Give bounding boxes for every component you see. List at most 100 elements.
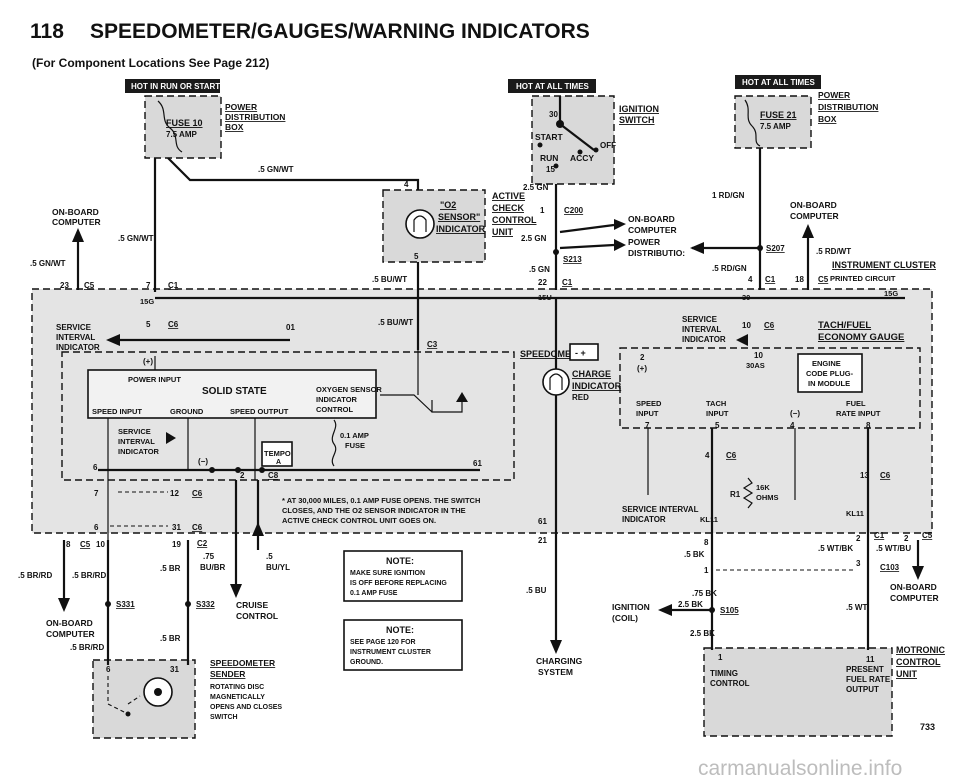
ignition-pin15: 15: [546, 165, 555, 174]
solid-state-label: SOLID STATE: [202, 386, 267, 397]
svc-box-arrow: [166, 432, 176, 444]
arrow-svc-left: [106, 334, 120, 346]
power-dist-label-b3: BOX: [818, 114, 837, 124]
engine-label-3: IN MODULE: [808, 379, 850, 388]
sender-label-2: SENDER: [210, 669, 245, 679]
footnote-2: CLOSES, AND THE O2 SENSOR INDICATOR IN T…: [282, 506, 466, 515]
svc-box-3: INDICATOR: [118, 447, 160, 456]
pin-12: 12: [170, 489, 179, 498]
wire-label-75-1: .75: [203, 552, 215, 561]
pin-31: 31: [172, 523, 181, 532]
ign-coil-2: (COIL): [612, 613, 638, 623]
power-dist-label-b1: POWER: [818, 90, 850, 100]
arrow-cruise: [230, 584, 242, 598]
motronic-1: MOTRONIC: [896, 645, 945, 655]
timing-label-2: CONTROL: [710, 679, 750, 688]
timing-pin-11: 11: [866, 655, 875, 664]
fuse21-amp: 7.5 AMP: [760, 122, 791, 131]
resistor-symbol: [742, 477, 754, 509]
conn-c5-c: C5: [80, 540, 91, 549]
wire-to-onboard-mid: [559, 223, 615, 234]
onboard-br-1: ON-BOARD: [890, 582, 937, 592]
power-dist-label-a2: DISTRIBUTION: [225, 112, 285, 122]
ignition-pin30: 30: [549, 110, 558, 119]
engine-label-2: CODE PLUG-: [806, 369, 854, 378]
kl11: KL11: [700, 515, 718, 524]
charge-filament: [549, 373, 563, 390]
svc-right-1: SERVICE: [682, 315, 718, 324]
wire-label-75-2: BU/BR: [200, 563, 226, 572]
conn-s332: S332: [196, 600, 215, 609]
charge-symbol-box: [569, 343, 599, 361]
motronic-2: CONTROL: [896, 657, 941, 667]
pin-01: 01: [286, 323, 295, 332]
pin-4c: 4: [790, 421, 795, 430]
fuse10-label: FUSE 10: [166, 118, 203, 128]
note2-line2: INSTRUMENT CLUSTER: [350, 649, 431, 656]
watermark: carmanualsonline.info: [698, 757, 902, 780]
sender-pin-6: 6: [106, 665, 111, 674]
ign-coil-1: IGNITION: [612, 602, 650, 612]
ignition-start: START: [535, 132, 564, 142]
fuse10-shade: [145, 96, 221, 158]
pin-4b: 4: [748, 275, 753, 284]
sender-contact: [125, 711, 131, 717]
active-label-1: ACTIVE: [492, 191, 525, 201]
pin-2-c5: 2: [904, 534, 909, 543]
sender-switch: [107, 676, 141, 715]
note2-box: [343, 619, 463, 671]
pin-61b: 61: [538, 517, 547, 526]
tempo-box: [261, 441, 293, 467]
o2-label-3: INDICATOR: [436, 224, 486, 234]
conn-c6-a: C6: [168, 320, 179, 329]
wire-label-br-b: .5 BR: [160, 634, 181, 643]
ignition-contact-start: [537, 142, 543, 148]
wire-label-5rdgn: .5 RD/GN: [712, 264, 747, 273]
ignition-accy: ACCY: [570, 153, 594, 163]
speed-output-label: SPEED OUTPUT: [230, 407, 289, 416]
hot-in-run-label: HOT IN RUN OR START: [131, 82, 220, 91]
pin-15u: 15U: [538, 293, 552, 302]
footnote-3: ACTIVE CHECK CONTROL UNIT GOES ON.: [282, 516, 436, 525]
pin-22: 22: [538, 278, 547, 287]
wire-label-75bk: .75 BK: [692, 589, 717, 598]
power-dist-label-a1: POWER: [225, 102, 257, 112]
pin-8b: 8: [704, 538, 709, 547]
wire-label-25gn-b: 2.5 GN: [521, 234, 547, 243]
power-dist-mid-2: DISTRIBUTIO:: [628, 248, 685, 258]
conn-s105: S105: [720, 606, 739, 615]
conn-s213: S213: [563, 255, 582, 264]
note1-line3: 0.1 AMP FUSE: [350, 590, 398, 597]
sender-label-3: ROTATING DISC: [210, 684, 264, 691]
note1-line2: IS OFF BEFORE REPLACING: [350, 580, 447, 587]
splice-s332: [185, 601, 191, 607]
pin-5b: 5: [146, 320, 151, 329]
onboard-right-2: COMPUTER: [790, 211, 839, 221]
wire-label-wtbu: .5 WT/BU: [876, 544, 911, 553]
charging-arrow: [550, 640, 562, 654]
resistor-1: 16K: [756, 483, 770, 492]
timing-shade: [704, 648, 892, 736]
pin-5: 5: [414, 252, 419, 261]
wire-label-buyl-1: .5: [266, 552, 273, 561]
present-1: PRESENT: [846, 665, 884, 674]
pin-2c: 2: [856, 534, 861, 543]
conn-c1-b: C1: [562, 278, 573, 287]
svc-int-bottom-1: SERVICE INTERVAL: [622, 505, 699, 514]
note1-line1: MAKE SURE IGNITION: [350, 570, 425, 577]
ground-label: GROUND: [170, 407, 204, 416]
sender-box: [92, 659, 196, 739]
active-label-2: CHECK: [492, 203, 525, 213]
arrow-svc-right: [736, 334, 748, 346]
hot-all-badge-2: [735, 75, 821, 89]
arrow-s207: [690, 242, 704, 254]
pin-30as: 30AS: [746, 361, 765, 370]
cruise-2: CONTROL: [236, 611, 278, 621]
speedometer-label: SPEEDOMETER: [520, 349, 590, 359]
svc-left-3: INDICATOR: [56, 343, 100, 352]
conn-c3: C3: [427, 340, 438, 349]
arrow-onboard-left: [72, 228, 84, 242]
svc-int-bottom-2: INDICATOR: [622, 515, 666, 524]
splice-ground-2: [235, 467, 241, 473]
sender-label-1: SPEEDOMETER: [210, 658, 275, 668]
